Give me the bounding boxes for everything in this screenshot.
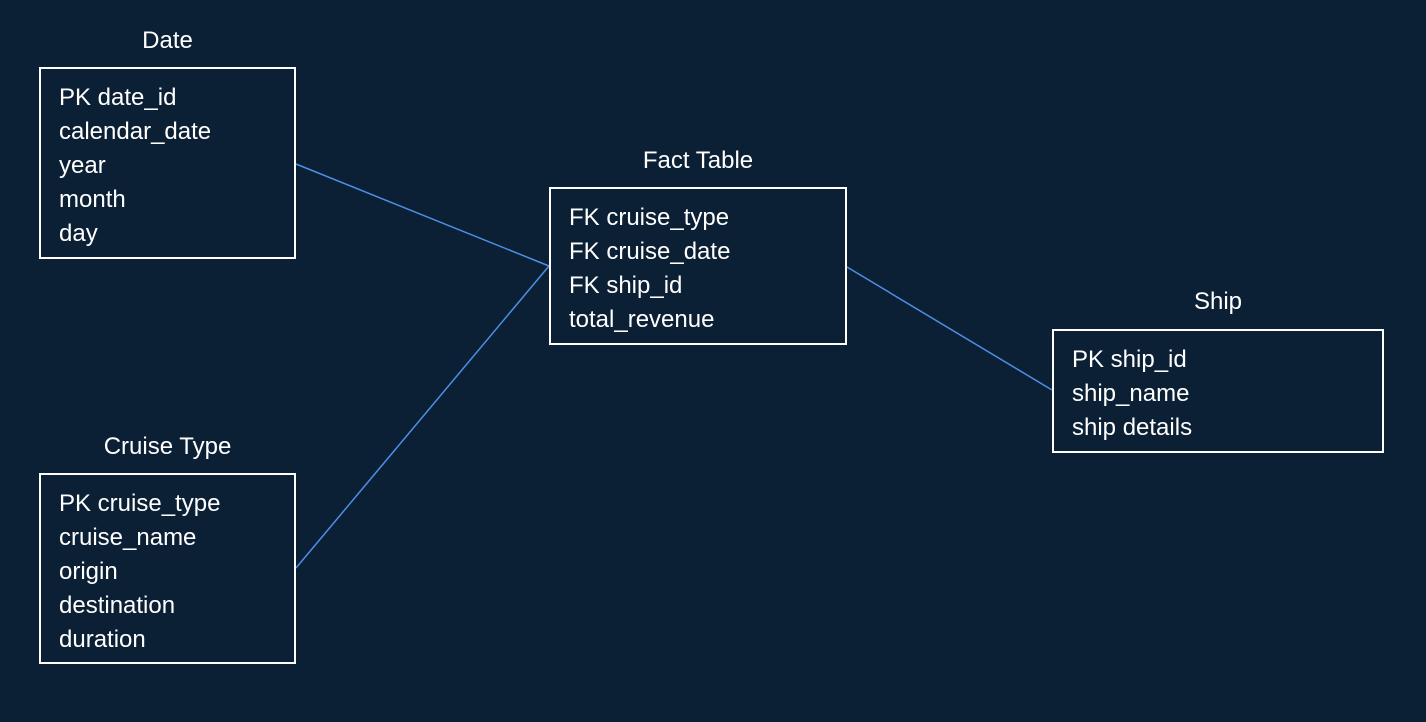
field-total-revenue: total_revenue bbox=[569, 306, 715, 333]
field-fk-ship-id: FK ship_id bbox=[569, 272, 683, 299]
field-ship-name: ship_name bbox=[1072, 380, 1190, 407]
field-destination: destination bbox=[59, 592, 176, 619]
entity-box-fact-table: FK cruise_type FK cruise_date FK ship_id… bbox=[549, 187, 847, 345]
entity-title-cruise-type: Cruise Type bbox=[103, 433, 232, 460]
entity-title-ship: Ship bbox=[1193, 288, 1243, 315]
connector-date-to-fact bbox=[295, 163, 550, 267]
connector-cruise-to-fact bbox=[295, 265, 550, 569]
entity-box-date: PK date_id calendar_date year month day bbox=[39, 67, 296, 259]
entity-box-cruise-type: PK cruise_type cruise_name origin destin… bbox=[39, 473, 296, 664]
field-date-id: PK date_id bbox=[59, 84, 177, 111]
field-calendar-date: calendar_date bbox=[59, 118, 212, 145]
field-year: year bbox=[59, 152, 106, 179]
entity-title-fact-table: Fact Table bbox=[642, 147, 754, 174]
field-month: month bbox=[59, 186, 126, 213]
field-fk-cruise-date: FK cruise_date bbox=[569, 238, 731, 265]
field-day: day bbox=[59, 220, 98, 247]
connector-fact-to-ship bbox=[846, 266, 1053, 391]
field-fk-cruise-type: FK cruise_type bbox=[569, 204, 730, 231]
field-pk-cruise-type: PK cruise_type bbox=[59, 490, 221, 517]
entity-box-ship: PK ship_id ship_name ship details bbox=[1052, 329, 1384, 453]
field-pk-ship-id: PK ship_id bbox=[1072, 346, 1187, 373]
field-cruise-name: cruise_name bbox=[59, 524, 197, 551]
field-duration: duration bbox=[59, 626, 146, 653]
field-origin: origin bbox=[59, 558, 118, 585]
entity-title-date: Date bbox=[142, 27, 193, 54]
field-ship-details: ship details bbox=[1072, 414, 1193, 441]
